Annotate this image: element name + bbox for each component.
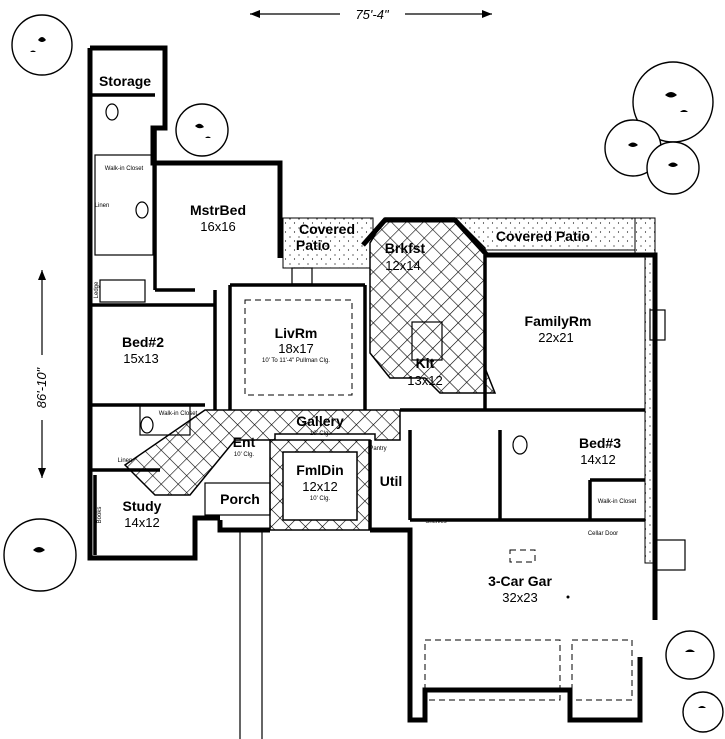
storage-label: Storage xyxy=(99,73,151,89)
exterior-walls xyxy=(87,45,658,723)
brkfst-kit-tile-floor xyxy=(369,217,497,394)
brkfst-size: 12x14 xyxy=(385,258,420,273)
brkfst-label: Brkfst xyxy=(385,240,426,256)
kit-size: 13x12 xyxy=(407,373,442,388)
util-label: Util xyxy=(380,473,403,489)
shelves-label: Shelves xyxy=(425,519,446,525)
bed3-label: Bed#3 xyxy=(579,435,621,451)
walk-in-closet-bed2-label: Walk-in Closet xyxy=(159,411,198,417)
linen-master-label: Linen xyxy=(95,203,110,209)
fmldin-note: 10' Clg. xyxy=(310,496,330,502)
study-size: 14x12 xyxy=(124,515,159,530)
gallery-label: Gallery xyxy=(296,413,344,429)
fixtures xyxy=(105,103,686,739)
walk-in-closet-master-label: Walk-in Closet xyxy=(105,166,144,172)
interior-walls xyxy=(90,93,645,555)
garage-size: 32x23 xyxy=(502,590,537,605)
tree-right-cluster xyxy=(604,119,700,195)
depth-dimension: 86'-10" xyxy=(34,270,49,478)
patio-edge-strip xyxy=(634,217,656,564)
fmldin-size: 12x12 xyxy=(302,479,337,494)
kit-label: Kit xyxy=(416,355,435,371)
books-label: Books xyxy=(97,507,103,524)
ent-label: Ent xyxy=(233,434,256,450)
covered-patio-left-label-2: Patio xyxy=(296,237,330,253)
familyrm-label: FamilyRm xyxy=(525,313,592,329)
livrm-size: 18x17 xyxy=(278,341,313,356)
covered-patio-right-label: Covered Patio xyxy=(496,228,590,244)
fmldin-label: FmlDin xyxy=(296,462,343,478)
width-label: 75'-4" xyxy=(355,7,390,22)
tree-top-right-large xyxy=(632,61,714,143)
garage-label: 3-Car Gar xyxy=(488,573,552,589)
fmldin-inner-floor xyxy=(282,451,358,521)
depth-label: 86'-10" xyxy=(34,366,49,408)
bed2-size: 15x13 xyxy=(123,351,158,366)
ledge-label: Ledge xyxy=(94,281,100,298)
mstrbed-label: MstrBed xyxy=(190,202,246,218)
walk-in-closet-bed3-label: Walk-in Closet xyxy=(598,499,637,505)
gallery-tile-floor xyxy=(123,409,401,496)
width-dimension: 75'-4" xyxy=(250,7,492,22)
pantry-label: Pantry xyxy=(369,446,386,452)
porch-label: Porch xyxy=(220,491,260,507)
linen-hall-label: Linen xyxy=(118,458,133,464)
bed2-label: Bed#2 xyxy=(122,334,164,350)
covered-patio-left-label-1: Covered xyxy=(299,221,355,237)
tree-bottom-left xyxy=(3,518,77,592)
mstrbed-size: 16x16 xyxy=(200,219,235,234)
livrm-note: 10' To 11'-4" Pullman Clg. xyxy=(262,358,330,364)
livrm-label: LivRm xyxy=(275,325,318,341)
tree-bottom-right xyxy=(665,630,724,733)
bed3-size: 14x12 xyxy=(580,452,615,467)
study-label: Study xyxy=(123,498,162,514)
familyrm-size: 22x21 xyxy=(538,330,573,345)
ent-note: 10' Clg. xyxy=(234,452,254,458)
tree-near-master xyxy=(175,103,229,157)
gallery-note: 10' Clg. xyxy=(310,431,330,437)
cellar-door-label: Cellar Door xyxy=(588,531,618,537)
tree-top-left xyxy=(11,14,73,76)
